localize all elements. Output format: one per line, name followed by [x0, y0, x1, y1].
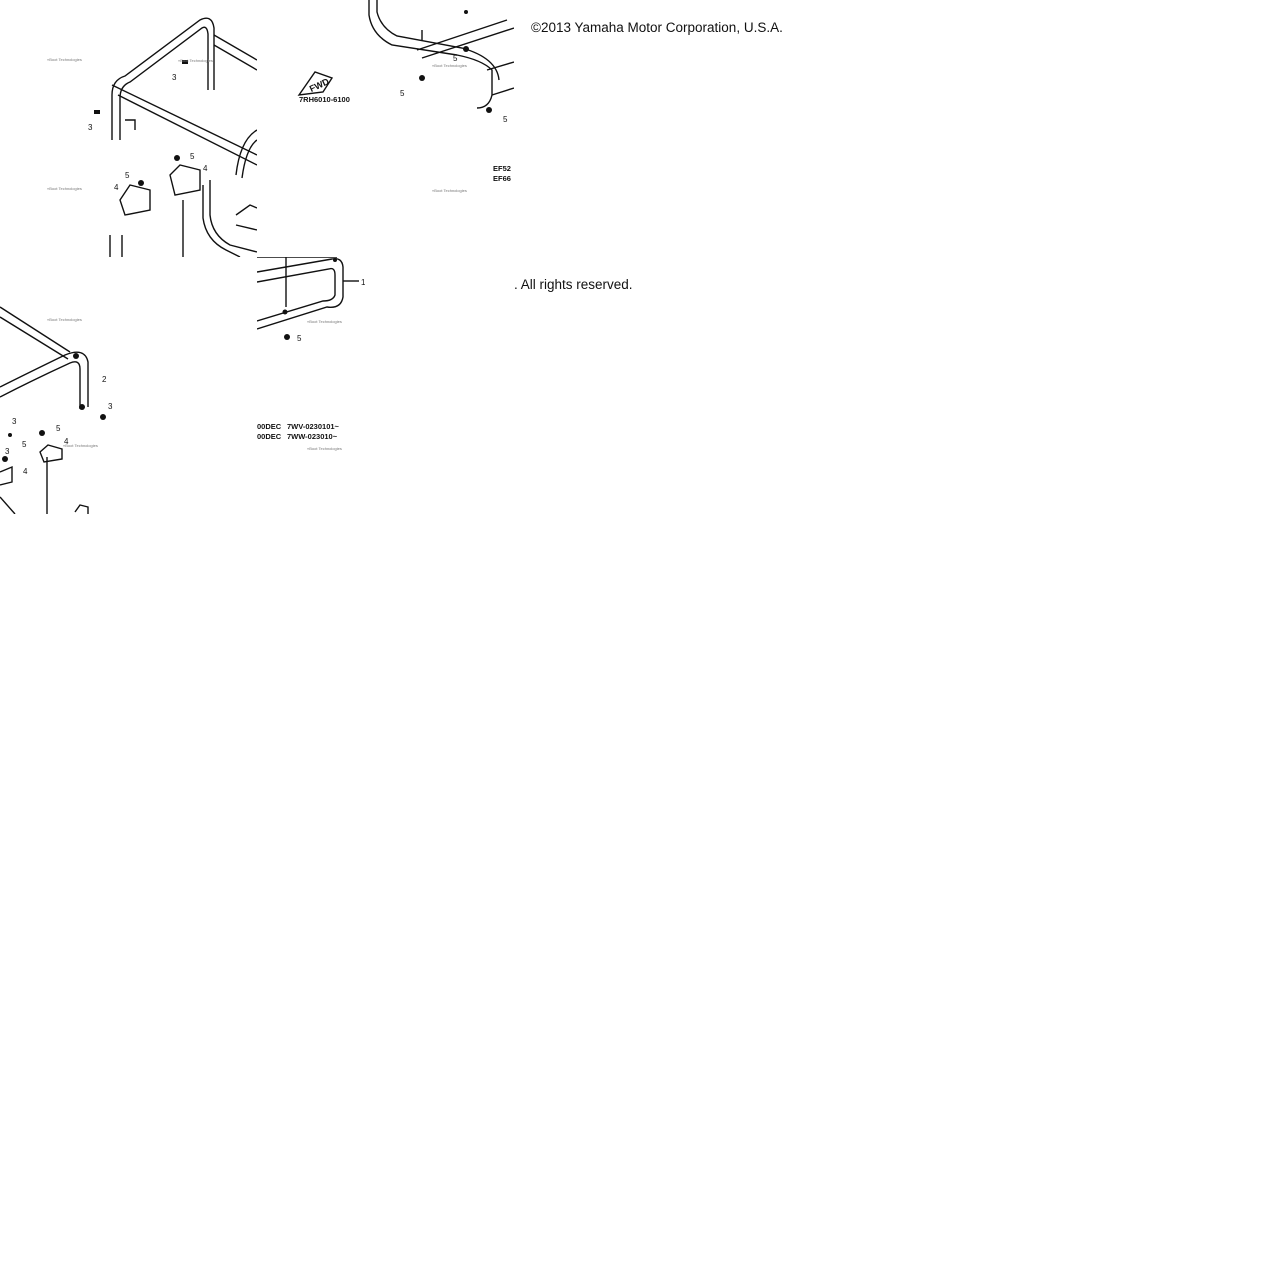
watermark-g: «Boot Technologies	[63, 443, 98, 448]
serial-row2-model: 00DEC	[257, 432, 282, 441]
callout-4c: 4	[64, 437, 69, 446]
watermark-h: «Boot Technologies	[307, 319, 342, 324]
callout-3a: 3	[172, 73, 177, 82]
callout-1: 1	[361, 278, 365, 287]
copyright-text: ©2013 Yamaha Motor Corporation, U.S.A.	[531, 20, 783, 35]
callout-4d: 4	[23, 467, 28, 476]
callout-5e: 5	[503, 115, 508, 124]
callout-3c: 3	[108, 402, 113, 411]
diagram-tile-top-left: 3 3 5 4 5 4 «Boot Technologies «Boot Tec…	[0, 0, 257, 257]
watermark-i: «Boot Technologies	[307, 446, 342, 451]
callout-3d: 3	[12, 417, 17, 426]
callout-3e: 3	[5, 447, 10, 456]
diagram-tile-bottom-left: 2 3 3 5 5 4 4 3 «Boot Technologies «Boot…	[0, 257, 257, 514]
serial-row1-model: 00DEC	[257, 422, 282, 431]
watermark-d: «Boot Technologies	[432, 188, 467, 193]
watermark-f: «Boot Technologies	[47, 317, 82, 322]
watermark-c: «Boot Technologies	[178, 58, 213, 63]
callout-3b: 3	[88, 123, 93, 132]
serial-row1-serial: 7WV-0230101~	[287, 422, 340, 431]
frame-diagram-top-middle: FWD 7RH6010-6100 5 5 5 EF52 EF66 «Boot T…	[297, 0, 514, 193]
callout-5a: 5	[125, 171, 130, 180]
frame-diagram-top-left: 3 3 5 4 5 4 «Boot Technologies «Boot Tec…	[47, 17, 257, 257]
model-tag-1: EF52	[493, 164, 511, 173]
part-code-label: 7RH6010-6100	[299, 95, 350, 104]
callout-5g: 5	[22, 440, 27, 449]
diagram-tile-bottom-middle: 1 5 «Boot Technologies 00DEC 7WV-0230101…	[257, 257, 365, 460]
fwd-label: FWD	[308, 76, 331, 94]
callout-5b: 5	[190, 152, 195, 161]
rights-text: . All rights reserved.	[514, 277, 633, 292]
watermark-e: «Boot Technologies	[432, 63, 467, 68]
watermark-b: «Boot Technologies	[47, 186, 82, 191]
callout-4a: 4	[114, 183, 119, 192]
callout-2: 2	[102, 375, 107, 384]
callout-4b: 4	[203, 164, 208, 173]
frame-diagram-bottom-left: 2 3 3 5 5 4 4 3 «Boot Technologies «Boot…	[0, 306, 113, 514]
callout-5h: 5	[297, 334, 302, 343]
serial-row2-serial: 7WW-023010~	[287, 432, 338, 441]
callout-5d: 5	[400, 89, 405, 98]
model-tag-2: EF66	[493, 174, 511, 183]
frame-diagram-bottom-middle: 1 5 «Boot Technologies 00DEC 7WV-0230101…	[257, 257, 365, 451]
callout-5f: 5	[56, 424, 61, 433]
diagram-tile-top-middle: FWD 7RH6010-6100 5 5 5 EF52 EF66 «Boot T…	[257, 0, 514, 257]
callout-5c: 5	[453, 54, 458, 63]
watermark-a: «Boot Technologies	[47, 57, 82, 62]
